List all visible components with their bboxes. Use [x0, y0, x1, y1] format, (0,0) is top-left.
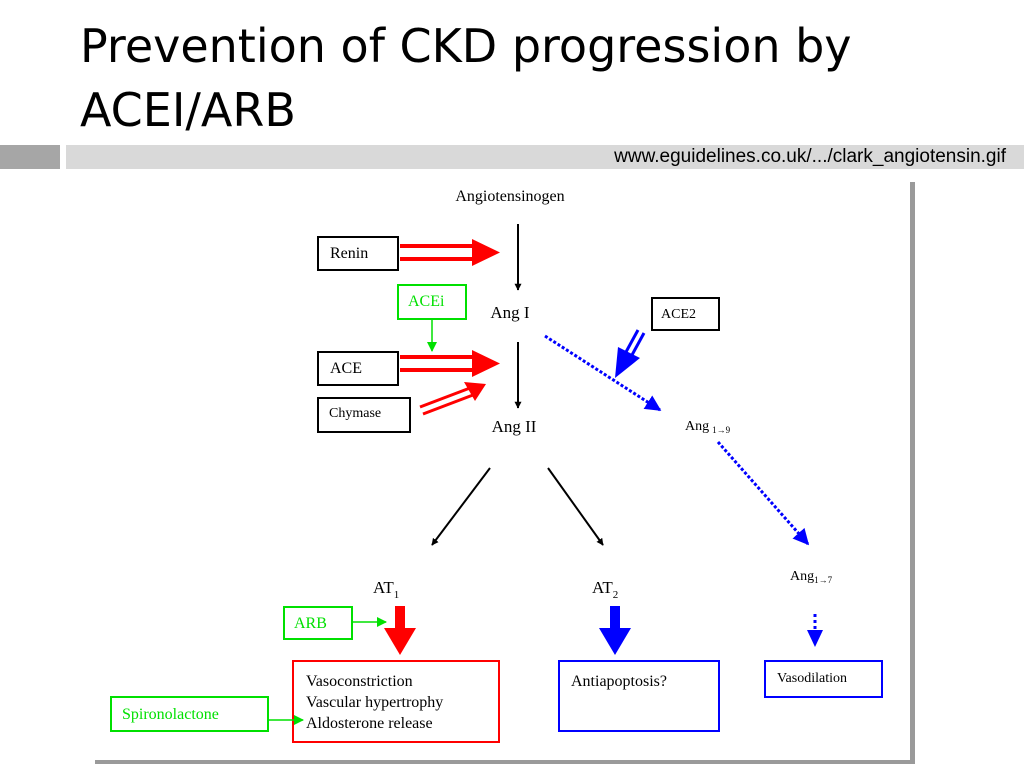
- angiotensinogen-label: Angiotensinogen: [455, 188, 564, 205]
- arb-label: ARB: [294, 615, 327, 632]
- arrow-ang1-to-ang19: [544, 334, 662, 412]
- title-line-1: Prevention of CKD progression by: [80, 19, 852, 73]
- acei-label: ACEi: [408, 293, 445, 310]
- chymase-box: [317, 397, 411, 433]
- at2-effect-arrow: [599, 606, 631, 655]
- chymase-label: Chymase: [329, 406, 381, 421]
- spironolactone-label: Spironolactone: [122, 706, 219, 723]
- title-line-2: ACEI/ARB: [80, 83, 296, 137]
- renin-box: [317, 236, 399, 271]
- arrow-ang2-to-at2: [547, 467, 604, 546]
- at2-effect: Antiapoptosis?: [571, 673, 667, 690]
- title-band-left: [0, 145, 60, 169]
- ang1-label: Ang I: [490, 303, 530, 322]
- title-band-right: [66, 145, 1024, 169]
- at1-effect-3: Aldosterone release: [306, 715, 433, 732]
- ang2-label: Ang II: [492, 417, 537, 436]
- chymase-arrow: [419, 382, 486, 416]
- ace2-box: [651, 297, 720, 331]
- ang17-effect: Vasodilation: [777, 671, 847, 686]
- at1-effect-2: Vascular hypertrophy: [306, 694, 443, 711]
- ace2-arrow: [615, 329, 646, 378]
- spironolactone-box: [110, 696, 269, 732]
- at2-effects-box: [558, 660, 720, 732]
- ace-label: ACE: [330, 360, 362, 377]
- source-url[interactable]: www.eguidelines.co.uk/.../clark_angioten…: [614, 146, 1006, 167]
- arrow-ang19-to-ang17: [716, 441, 810, 546]
- at1-effect-1: Vasoconstriction: [306, 673, 413, 690]
- panel-shadow-bottom: [95, 760, 915, 764]
- ang17-effect-arrowhead: [807, 630, 823, 647]
- at1-effect-arrow: [384, 606, 416, 655]
- ang17-label: Ang1→7: [790, 569, 833, 585]
- acei-box: [397, 284, 467, 320]
- at1-label: AT1: [373, 578, 399, 601]
- renin-label: Renin: [330, 245, 368, 262]
- renin-arrow: [400, 239, 500, 266]
- raas-pathway-diagram: Angiotensinogen Renin ACEi Ang I ACE Chy…: [95, 178, 915, 764]
- ang17-effects-box: [764, 660, 883, 698]
- slide-title: Prevention of CKD progression by ACEI/AR…: [80, 14, 980, 142]
- ace-arrow: [400, 350, 500, 377]
- ace2-label: ACE2: [661, 307, 696, 322]
- ace-box: [317, 351, 399, 386]
- panel-shadow-right: [910, 182, 915, 764]
- arrow-ang2-to-at1: [431, 467, 491, 546]
- arb-box: [283, 606, 353, 640]
- at2-label: AT2: [592, 578, 618, 601]
- at1-effects-box: [292, 660, 500, 743]
